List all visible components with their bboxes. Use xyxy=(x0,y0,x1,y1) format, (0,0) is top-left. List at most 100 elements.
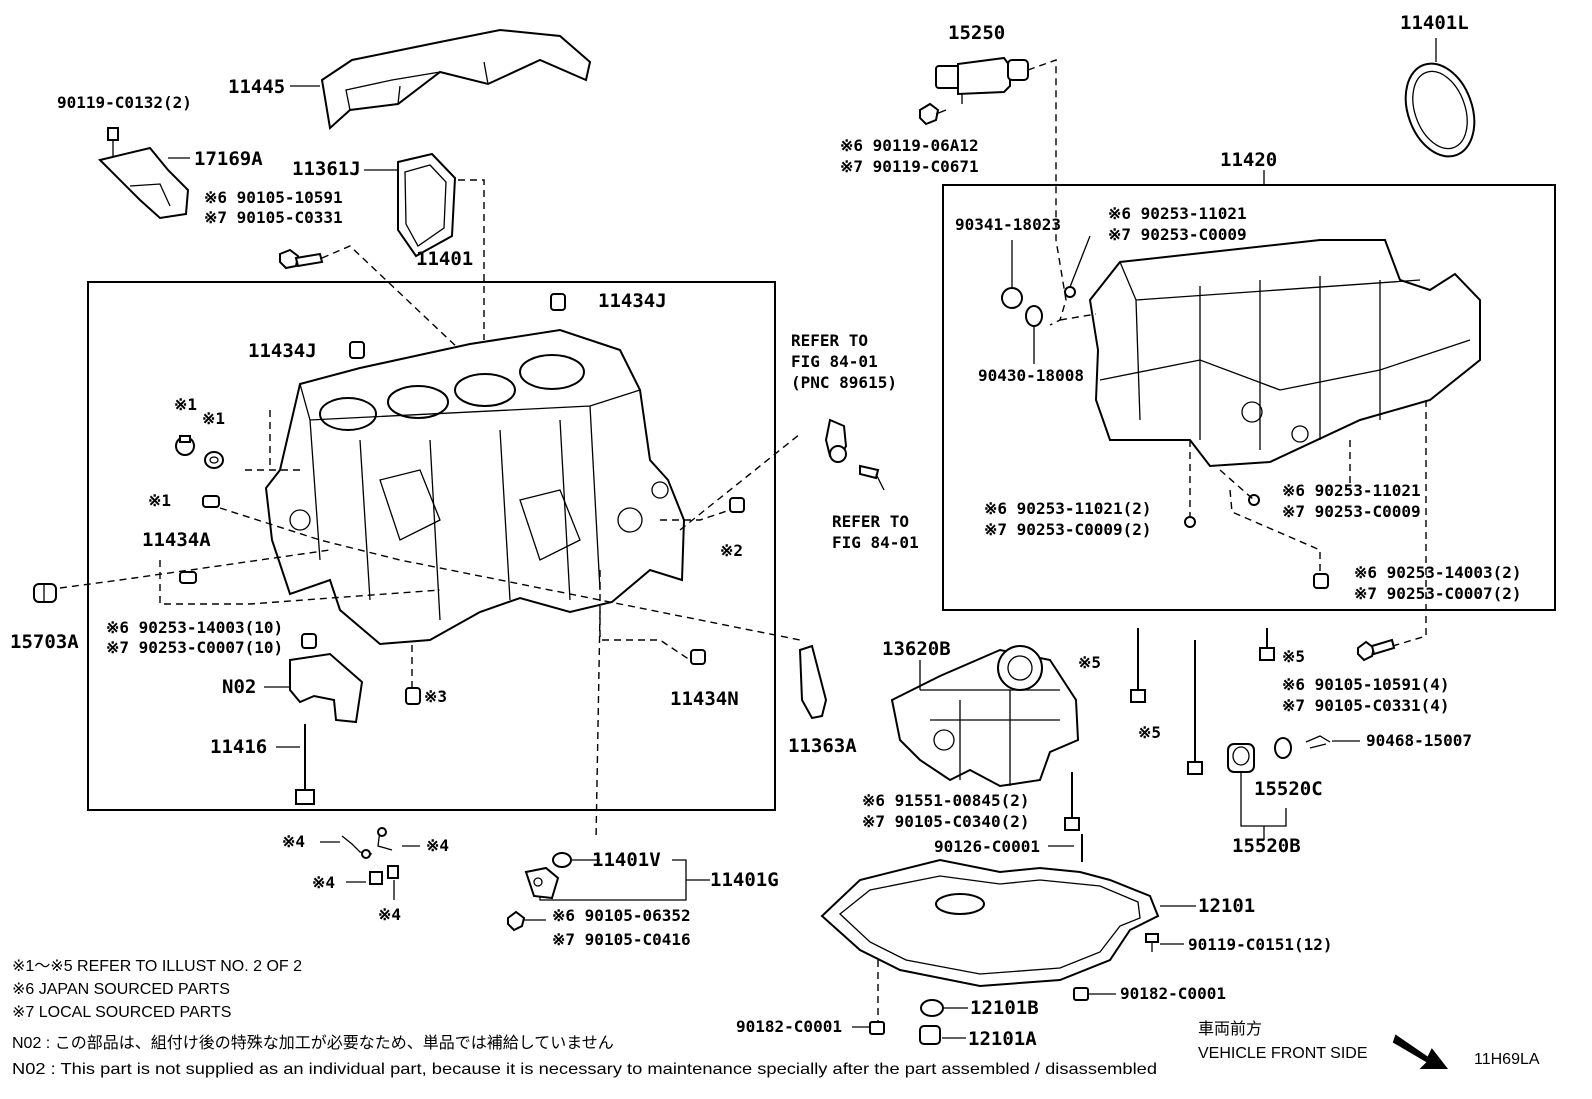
dowel-pin-11434J-top xyxy=(550,293,566,311)
label-s3[interactable]: ※3 xyxy=(424,687,447,706)
label-11401[interactable]: 11401 xyxy=(416,248,473,270)
bolt-s4-d xyxy=(387,865,399,879)
front-direction-arrow xyxy=(1392,1034,1449,1069)
label-90253-11021-a[interactable]: ※6 90253-11021 xyxy=(1108,204,1247,223)
bolt-11416 xyxy=(295,724,315,805)
pin-s1-c xyxy=(202,495,220,508)
label-s2[interactable]: ※2 xyxy=(720,541,743,560)
label-90253-11021-b[interactable]: ※6 90253-11021 xyxy=(1282,481,1421,500)
label-90341-18023[interactable]: 90341-18023 xyxy=(955,215,1061,234)
label-90253-11021-2[interactable]: ※6 90253-11021(2) xyxy=(984,499,1152,518)
label-90253-C0009-2[interactable]: ※7 90253-C0009(2) xyxy=(984,520,1152,539)
plug-s1-a xyxy=(175,435,195,456)
label-90105-10591-4[interactable]: ※6 90105-10591(4) xyxy=(1282,675,1450,694)
label-13620B[interactable]: 13620B xyxy=(882,638,951,660)
label-90253-C0009-b[interactable]: ※7 90253-C0009 xyxy=(1282,502,1421,521)
bolt-90105-06352 xyxy=(507,910,526,932)
label-s4-a[interactable]: ※4 xyxy=(282,832,305,851)
label-11363A[interactable]: 11363A xyxy=(788,735,857,757)
label-12101B[interactable]: 12101B xyxy=(970,997,1039,1019)
label-15520B[interactable]: 15520B xyxy=(1232,835,1301,857)
label-90253-14003-2[interactable]: ※6 90253-14003(2) xyxy=(1354,563,1522,582)
label-11434A[interactable]: 11434A xyxy=(142,529,211,551)
oil-pump-13620B xyxy=(890,645,1080,788)
label-15520C[interactable]: 15520C xyxy=(1254,778,1323,800)
label-11401L[interactable]: 11401L xyxy=(1400,12,1469,34)
label-s1-b[interactable]: ※1 xyxy=(202,409,225,428)
label-s1-a[interactable]: ※1 xyxy=(174,395,197,414)
label-15250[interactable]: 15250 xyxy=(948,22,1005,44)
label-17169A[interactable]: 17169A xyxy=(194,148,263,170)
label-s5-b[interactable]: ※5 xyxy=(1138,723,1161,742)
label-11445[interactable]: 11445 xyxy=(228,76,285,98)
pin-11434N xyxy=(690,649,706,665)
label-90105-C0331-4[interactable]: ※7 90105-C0331(4) xyxy=(1282,696,1450,715)
label-s4-c[interactable]: ※4 xyxy=(312,873,335,892)
bolt-91551-00845 xyxy=(1064,772,1080,831)
label-90126-C0001[interactable]: 90126-C0001 xyxy=(934,837,1040,856)
label-90253-C0009-a[interactable]: ※7 90253-C0009 xyxy=(1108,225,1247,244)
label-90253-14003-10[interactable]: ※6 90253-14003(10) xyxy=(106,618,283,637)
o-ring-15520C xyxy=(1274,737,1292,759)
label-11416[interactable]: 11416 xyxy=(210,736,267,758)
solenoid-15250 xyxy=(935,56,1029,104)
label-11434J-left[interactable]: 11434J xyxy=(248,340,317,362)
hose-11363A xyxy=(798,644,828,720)
label-90468-15007[interactable]: 90468-15007 xyxy=(1366,731,1472,750)
heat-shield-11445 xyxy=(320,28,592,130)
label-N02[interactable]: N02 xyxy=(222,676,256,698)
label-91551-00845[interactable]: ※6 91551-00845(2) xyxy=(862,791,1030,810)
label-11434N[interactable]: 11434N xyxy=(670,688,739,710)
label-refer-1b[interactable]: FIG 84-01 xyxy=(791,352,878,371)
label-refer-1a[interactable]: REFER TO xyxy=(791,331,868,350)
plug-90253-14003 xyxy=(301,633,317,649)
gasket-12101B xyxy=(920,999,944,1017)
bolt-s4-c xyxy=(369,871,383,885)
label-12101[interactable]: 12101 xyxy=(1198,895,1255,917)
label-s1-c[interactable]: ※1 xyxy=(148,491,171,510)
label-90105-C0331[interactable]: ※7 90105-C0331 xyxy=(204,208,343,227)
direction-en: VEHICLE FRONT SIDE xyxy=(1198,1045,1368,1062)
pin-s3 xyxy=(405,687,421,705)
legend-line-3: ※7 LOCAL SOURCED PARTS xyxy=(12,1004,231,1021)
label-11401V[interactable]: 11401V xyxy=(592,849,661,871)
label-90182-C0001-b[interactable]: 90182-C0001 xyxy=(736,1017,842,1036)
diagram-code: 11H69LA xyxy=(1474,1051,1540,1068)
label-90105-C0340[interactable]: ※7 90105-C0340(2) xyxy=(862,812,1030,831)
label-s5-c[interactable]: ※5 xyxy=(1282,647,1305,666)
label-90430-18008[interactable]: 90430-18008 xyxy=(978,366,1084,385)
oil-filter-union-15520B xyxy=(1227,743,1255,773)
label-90105-10591[interactable]: ※6 90105-10591 xyxy=(204,188,343,207)
label-90119-C0671[interactable]: ※7 90119-C0671 xyxy=(840,157,979,176)
label-90105-C0416[interactable]: ※7 90105-C0416 xyxy=(552,930,691,949)
label-90253-C0007-2[interactable]: ※7 90253-C0007(2) xyxy=(1354,584,1522,603)
label-refer-1c[interactable]: (PNC 89615) xyxy=(791,373,897,392)
label-11361J[interactable]: 11361J xyxy=(292,158,361,180)
pin-90468-15007 xyxy=(1305,735,1331,749)
label-90182-C0001-a[interactable]: 90182-C0001 xyxy=(1120,984,1226,1003)
label-90119-06A12[interactable]: ※6 90119-06A12 xyxy=(840,136,979,155)
label-s4-b[interactable]: ※4 xyxy=(426,836,449,855)
cover-11401G xyxy=(524,866,560,900)
gasket-11361J xyxy=(397,152,457,258)
label-11401G[interactable]: 11401G xyxy=(710,869,779,891)
oil-pan-upper-11420 xyxy=(1088,239,1481,468)
bearing-cap-N02 xyxy=(289,652,364,724)
label-11434J-top[interactable]: 11434J xyxy=(598,290,667,312)
label-refer-2b[interactable]: FIG 84-01 xyxy=(832,533,919,552)
cylinder-block-group-box xyxy=(87,281,776,811)
label-90119-C0151[interactable]: 90119-C0151(12) xyxy=(1188,935,1333,954)
oil-pan-12101 xyxy=(820,858,1160,988)
label-12101A[interactable]: 12101A xyxy=(968,1028,1037,1050)
label-90119-C0132[interactable]: 90119-C0132(2) xyxy=(57,93,192,112)
label-90105-06352[interactable]: ※6 90105-06352 xyxy=(552,906,691,925)
label-15703A[interactable]: 15703A xyxy=(10,631,79,653)
label-90253-C0007-10[interactable]: ※7 90253-C0007(10) xyxy=(106,638,283,657)
label-s4-d[interactable]: ※4 xyxy=(378,905,401,924)
label-refer-2a[interactable]: REFER TO xyxy=(832,512,909,531)
pin-s4-b xyxy=(377,827,393,851)
cylinder-block-11401 xyxy=(264,328,686,646)
label-s5-a[interactable]: ※5 xyxy=(1078,653,1101,672)
label-11420[interactable]: 11420 xyxy=(1220,149,1277,171)
